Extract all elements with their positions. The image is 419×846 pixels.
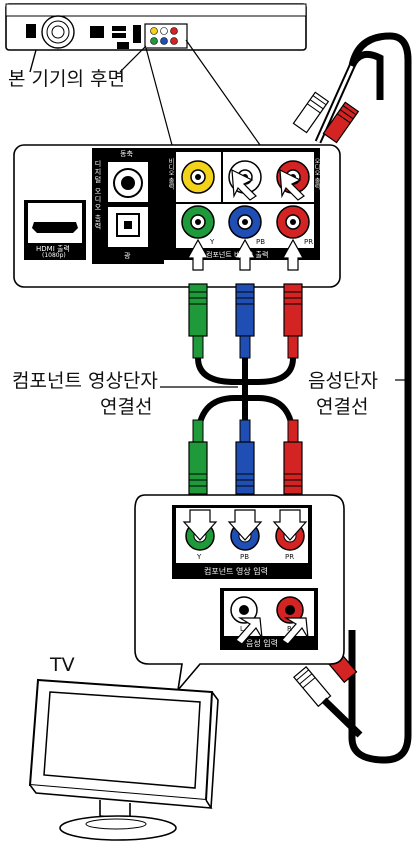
component-cable-label-2: 연결선 bbox=[100, 396, 153, 418]
jack-pb-label: PB bbox=[256, 238, 266, 246]
video-vertical-label: 비디오 출력 bbox=[167, 158, 174, 190]
tv-jack-pr-label: PR bbox=[285, 553, 295, 561]
digital-audio-vertical-label: 디지털 오디오 출력 bbox=[94, 160, 102, 231]
component-out-bar-label: 컴포넌트 비디오 출력 bbox=[206, 251, 269, 259]
tv-label: TV bbox=[50, 654, 75, 676]
hdmi-sub-label: (1080p) bbox=[42, 252, 66, 259]
device-panel bbox=[13, 144, 341, 288]
coax-label: 동축 bbox=[120, 150, 133, 158]
component-cable-label-1: 컴포넌트 영상단자 bbox=[12, 370, 158, 392]
audio-in-bar-label: 음성 입력 bbox=[246, 639, 278, 648]
audio-r-label: R bbox=[287, 625, 292, 633]
jack-pr-label: PR bbox=[304, 238, 314, 246]
tv-panel bbox=[134, 494, 345, 693]
optical-label: 광 bbox=[124, 252, 131, 260]
audio-l-label: L bbox=[240, 625, 244, 633]
device-rear bbox=[5, 3, 307, 73]
audio-cable-label-2: 연결선 bbox=[316, 396, 369, 418]
component-in-bar-label: 컴포넌트 영상 입력 bbox=[204, 567, 268, 576]
rear-label: 본 기기의 후면 bbox=[8, 68, 125, 90]
audio-vertical-label: 오디오 출력 bbox=[313, 158, 320, 190]
component-cable bbox=[160, 283, 303, 495]
tv-icon bbox=[28, 678, 219, 841]
hdmi-label: HDMI 출력 bbox=[36, 245, 70, 253]
tv-jack-y-label: Y bbox=[197, 553, 202, 561]
audio-cable-label-1: 음성단자 bbox=[308, 370, 378, 392]
jack-y-label: Y bbox=[210, 238, 215, 246]
tv-jack-pb-label: PB bbox=[240, 553, 250, 561]
